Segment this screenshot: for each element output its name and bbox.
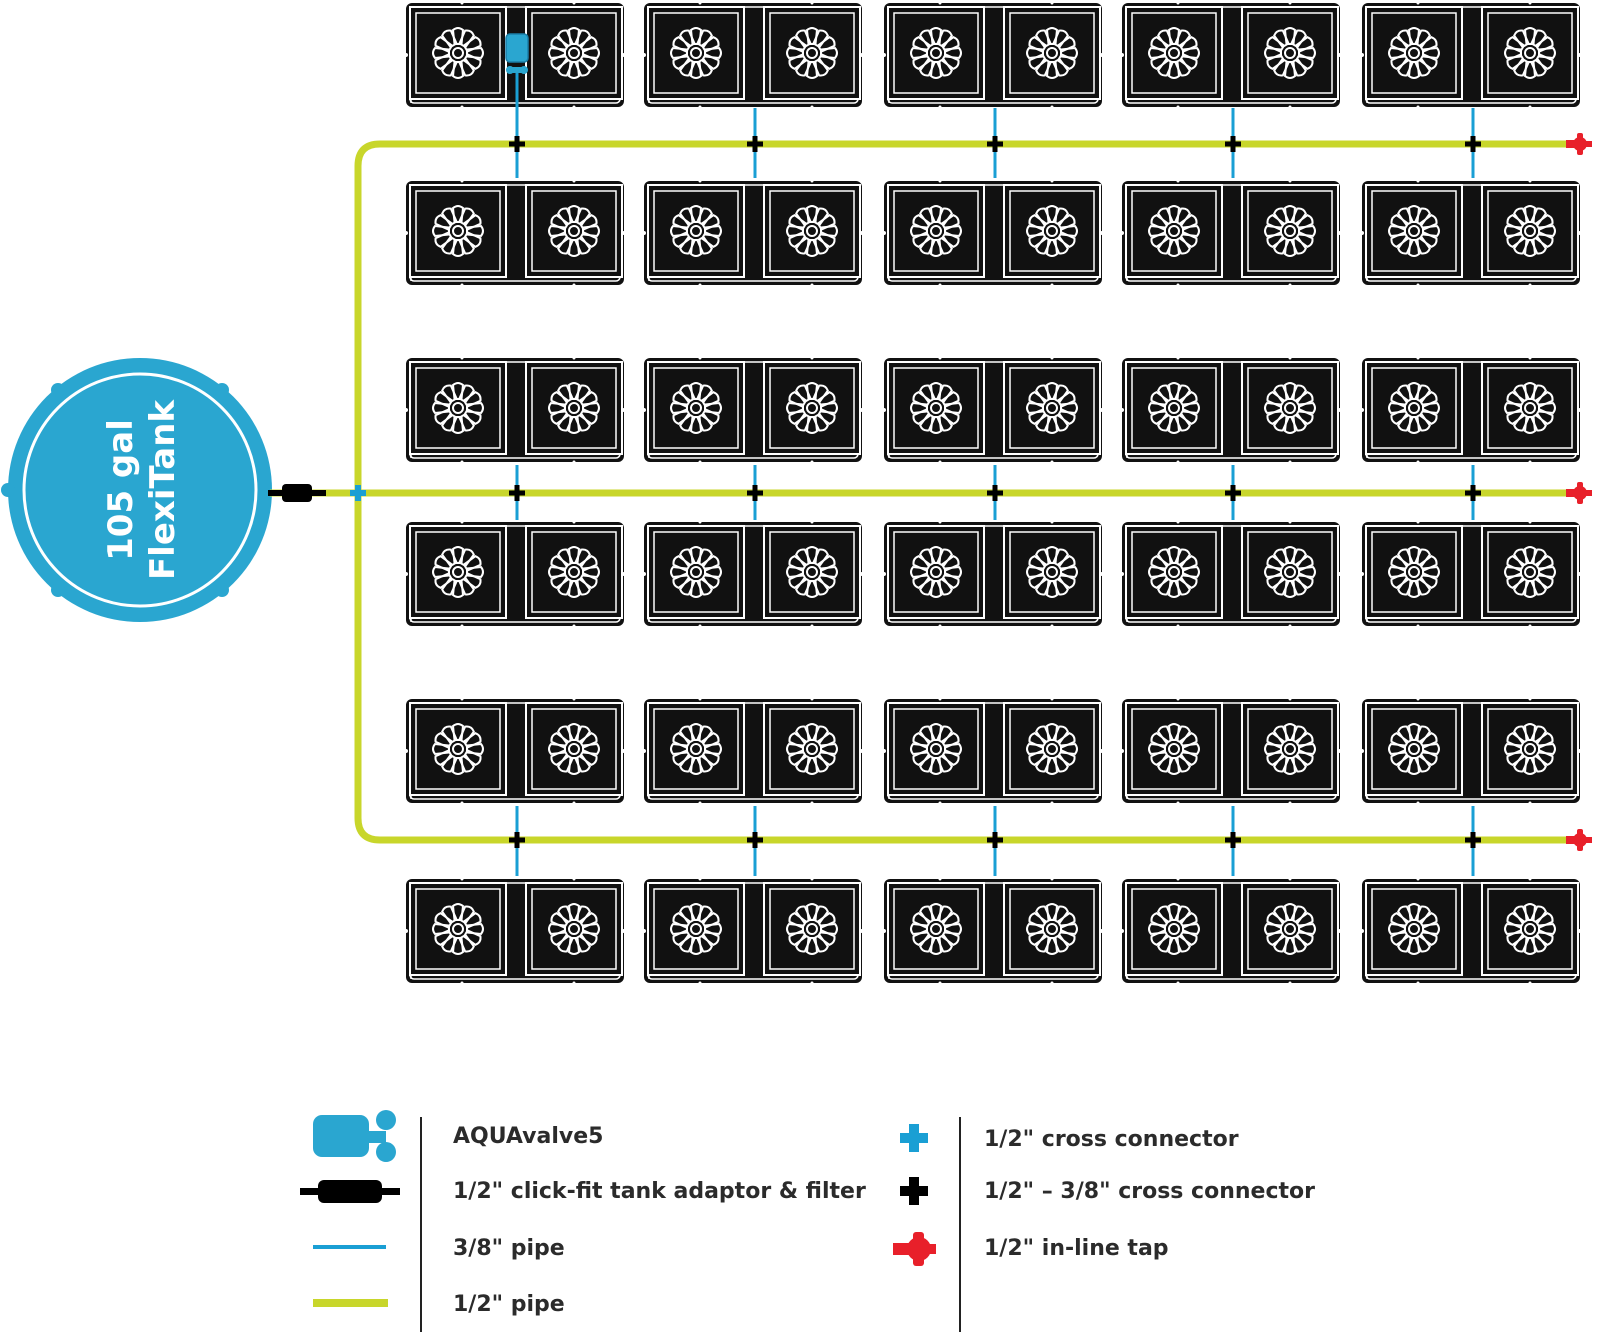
tray [882, 698, 1104, 805]
inline-tap-icon [1566, 482, 1592, 504]
legend: AQUAvalve5 1/2" click-fit tank adaptor &… [300, 1110, 1315, 1332]
inline-tap-icon [1566, 133, 1592, 155]
flexitank: 105 gal FlexiTank [1, 358, 272, 622]
tray [1120, 521, 1342, 628]
cross-connector [747, 485, 763, 501]
cross-connector [747, 832, 763, 848]
aquavalve-icon [505, 33, 529, 74]
cross-blue-icon [900, 1124, 928, 1152]
tray [1360, 878, 1582, 985]
tank-label-line2: FlexiTank [143, 399, 183, 580]
legend-label-cross-12-38: 1/2" – 3/8" cross connector [984, 1179, 1315, 1204]
legend-label-aquavalve: AQUAvalve5 [453, 1124, 603, 1149]
tray [642, 521, 864, 628]
tray [404, 878, 626, 985]
tank-adaptor-icon [300, 1180, 400, 1203]
cross-connector [1465, 136, 1481, 152]
cross-connector [509, 485, 525, 501]
tank-label-line1: 105 gal [101, 419, 141, 561]
legend-label-pipe-12: 1/2" pipe [453, 1292, 565, 1317]
tray [882, 357, 1104, 464]
cross-black-icon [900, 1177, 928, 1205]
cross-connector [987, 485, 1003, 501]
cross-connector [987, 136, 1003, 152]
cross-connector [1225, 832, 1241, 848]
cross-connector [1465, 485, 1481, 501]
tray [404, 521, 626, 628]
tray [1360, 698, 1582, 805]
tray [642, 698, 864, 805]
tray [1120, 698, 1342, 805]
tray [882, 878, 1104, 985]
tray [404, 698, 626, 805]
tray [404, 357, 626, 464]
tray [1120, 357, 1342, 464]
inline-tap-icon [1566, 829, 1592, 851]
aquavalve-icon [313, 1110, 396, 1162]
tray [642, 180, 864, 287]
tray [642, 2, 864, 109]
tray [1120, 180, 1342, 287]
cross-connector [509, 136, 525, 152]
inline-tap-icon [893, 1232, 936, 1266]
legend-label-pipe-38: 3/8" pipe [453, 1236, 565, 1261]
tray [1360, 2, 1582, 109]
cross-connector [1225, 485, 1241, 501]
tray [1120, 2, 1342, 109]
tray [1360, 521, 1582, 628]
tray [642, 878, 864, 985]
legend-label-inline-tap: 1/2" in-line tap [984, 1236, 1169, 1261]
tank-adaptor-filter [268, 484, 326, 502]
cross-connector [747, 136, 763, 152]
legend-label-tank-adaptor: 1/2" click-fit tank adaptor & filter [453, 1179, 866, 1204]
tray [642, 357, 864, 464]
cross-connector [1225, 136, 1241, 152]
tray [404, 180, 626, 287]
cross-connector [509, 832, 525, 848]
tray [882, 521, 1104, 628]
tray [1360, 180, 1582, 287]
tray [882, 180, 1104, 287]
cross-connector [1465, 832, 1481, 848]
cross-connector [987, 832, 1003, 848]
legend-label-cross-12: 1/2" cross connector [984, 1127, 1239, 1152]
tray [1120, 878, 1342, 985]
tray [1360, 357, 1582, 464]
cross-connector-blue [350, 485, 366, 501]
tray [882, 2, 1104, 109]
